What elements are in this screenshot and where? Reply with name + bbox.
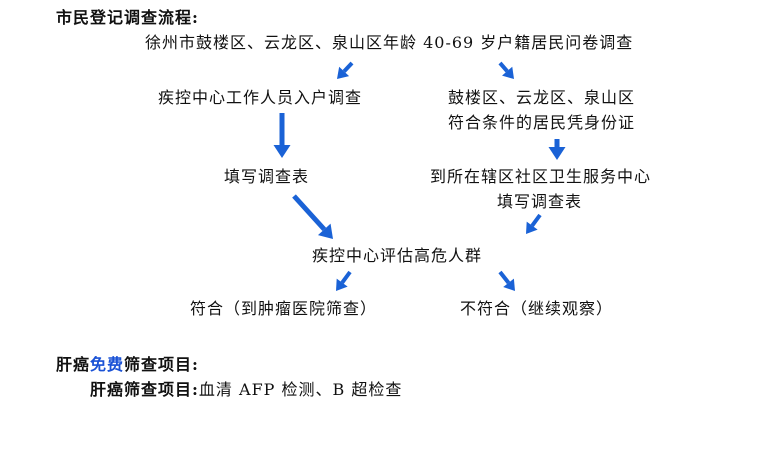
flow-result-match: 符合（到肿瘤医院筛查）	[190, 299, 378, 318]
screening-heading: 肝癌免费筛查项目:	[56, 355, 199, 375]
arrow-top-to-left-shaft	[342, 61, 354, 73]
flow-left-step-2: 填写调查表	[224, 167, 310, 186]
flow-right-step-2-line-1: 到所在辖区社区卫生服务中心	[430, 167, 652, 186]
arrow-right-2-to-assess-head	[526, 221, 538, 234]
screening-item-label: 肝癌筛查项目:	[90, 380, 199, 399]
arrow-assess-to-match-head	[336, 278, 348, 291]
flow-left-step-1: 疾控中心工作人员入户调查	[158, 88, 363, 107]
arrow-right-1-to-right-2-head	[548, 147, 566, 160]
arrow-assess-to-match-shaft	[340, 270, 352, 284]
screening-item-value: 血清 AFP 检测、B 超检查	[198, 380, 403, 399]
screening-heading-free: 免费	[90, 355, 125, 374]
arrow-assess-to-nomatch-head	[503, 278, 515, 291]
arrow-top-to-left-head	[337, 66, 350, 79]
flow-heading: 市民登记调查流程:	[56, 8, 199, 27]
arrow-group	[273, 61, 566, 291]
arrow-assess-to-nomatch-shaft	[498, 270, 511, 285]
screening-heading-post: 筛查项目:	[124, 355, 199, 374]
flow-right-step-2-line-2: 填写调查表	[497, 192, 583, 211]
flow-right-step-1-line-2: 符合条件的居民凭身份证	[448, 113, 636, 132]
flow-result-nomatch: 不符合（继续观察）	[460, 299, 614, 318]
arrow-top-to-right-shaft	[498, 61, 509, 73]
flow-right-step-1-line-1: 鼓楼区、云龙区、泉山区	[448, 88, 636, 107]
screening-item: 肝癌筛查项目:血清 AFP 检测、B 超检查	[90, 380, 402, 400]
arrow-left-1-to-left-2-head	[273, 145, 291, 158]
arrow-left-2-to-assess-shaft	[292, 194, 327, 232]
flow-assess-step: 疾控中心评估高危人群	[312, 246, 483, 265]
screening-heading-pre: 肝癌	[56, 355, 91, 374]
arrow-left-2-to-assess-head	[317, 223, 333, 239]
arrow-top-to-right-head	[502, 66, 514, 79]
flow-top-step: 徐州市鼓楼区、云龙区、泉山区年龄 40-69 岁户籍居民问卷调查	[145, 33, 634, 52]
arrow-right-2-to-assess-shaft	[530, 213, 542, 227]
